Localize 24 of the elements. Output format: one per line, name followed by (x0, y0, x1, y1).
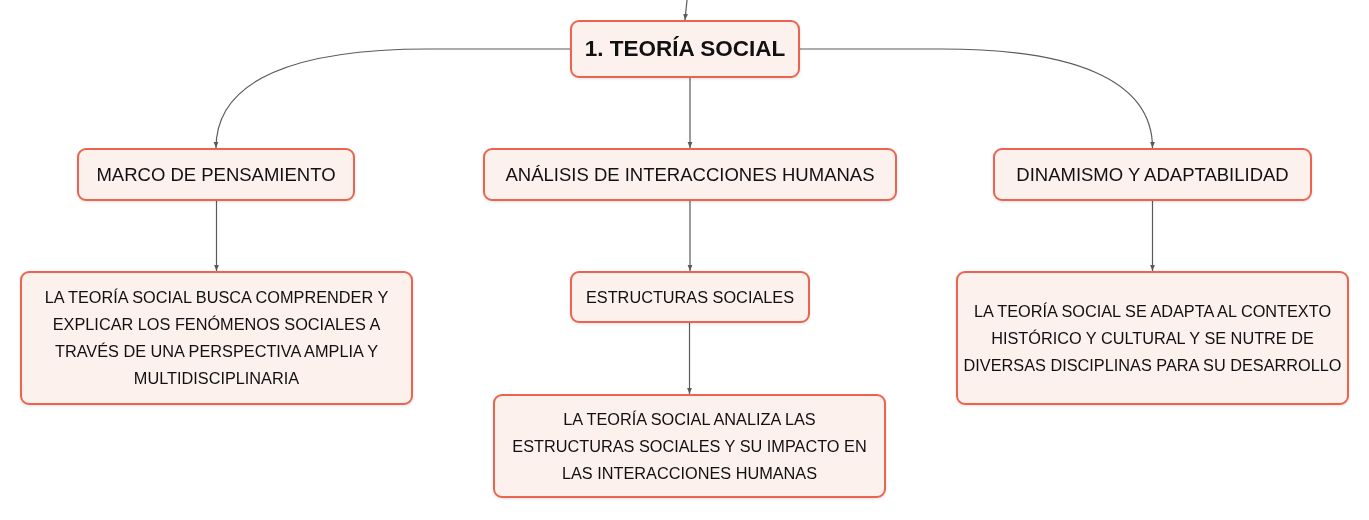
subtopic-text: LA TEORÍA SOCIAL BUSCA COMPRENDER Y EXPLICAR LOS FENÓMENOS SOCIALES A TRAVÉS DE UNA PERSPECTIVA AMPLIA Y MULTIDISCIPLINARIA (43, 287, 390, 389)
subtopic-box (956, 271, 1349, 405)
arrow (1150, 200, 1155, 272)
topic-box (77, 148, 355, 201)
subtopic-text: LA TEORÍA SOCIAL ANALIZA LAS ESTRUCTURAS SOCIALES Y SU IMPACTO EN LAS INTERACCIONES HUMANAS (511, 408, 868, 484)
subtopic-box (20, 271, 413, 405)
topic-box (483, 148, 897, 201)
subtopic-box (493, 394, 886, 498)
subtopic-text: LA TEORÍA SOCIAL SE ADAPTA AL CONTEXTO HISTÓRICO Y CULTURAL Y SE NUTRE DE DIVERSAS DISCIPLINAS PARA SU DESARROLLO (962, 300, 1343, 376)
central-topic-text: 1. TEORÍA SOCIAL (584, 36, 786, 62)
arrow (687, 322, 692, 395)
arrow (687, 77, 693, 149)
arrow (214, 48, 571, 149)
arrow (687, 200, 693, 272)
arrow (683, 0, 688, 21)
topic-text: ANÁLISIS DE INTERACCIONES HUMANAS (505, 163, 875, 186)
arrow (799, 48, 1155, 149)
central-topic-box (570, 20, 800, 78)
topic-box (993, 148, 1312, 201)
subtopic-text: ESTRUCTURAS SOCIALES (585, 286, 795, 308)
arrow (214, 200, 219, 272)
topic-text: MARCO DE PENSAMIENTO (96, 163, 336, 186)
topic-text: DINAMISMO Y ADAPTABILIDAD (1016, 163, 1289, 186)
subtopic-box (570, 271, 810, 323)
